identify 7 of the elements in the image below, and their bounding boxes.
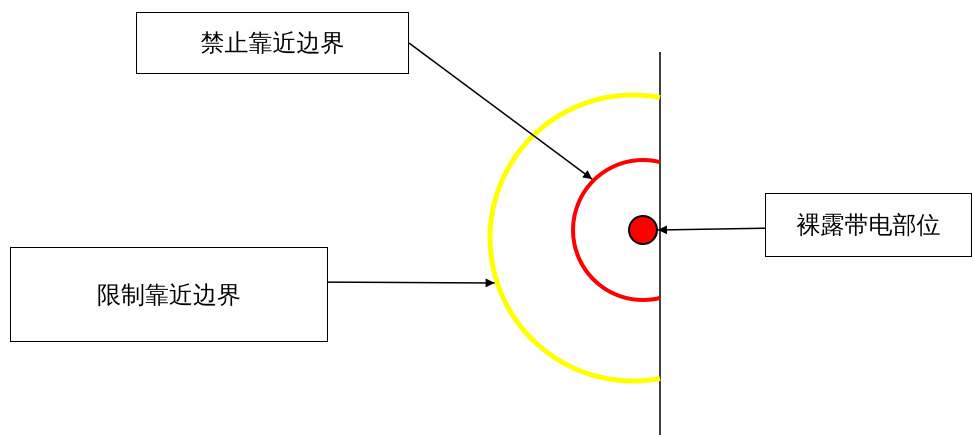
label-box: 裸露带电部位 [765, 193, 972, 257]
label-box: 禁止靠近边界 [136, 12, 409, 74]
label-box: 限制靠近边界 [10, 247, 328, 342]
leader-arrow [408, 42, 593, 180]
leader-arrow [328, 278, 495, 288]
outer-boundary-arc [488, 92, 660, 384]
leader-arrow [658, 225, 766, 234]
